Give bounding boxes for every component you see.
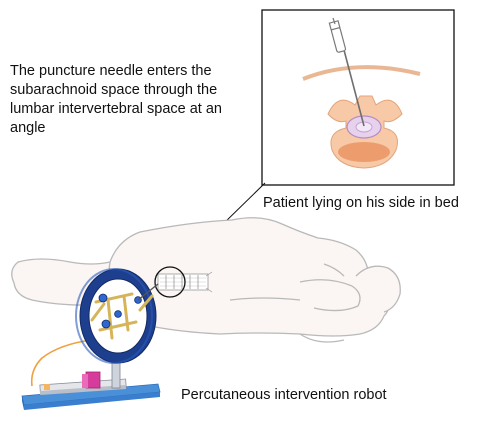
- robot-base: [22, 372, 160, 410]
- motor-block: [86, 372, 100, 388]
- needle-caption: The puncture needle enters the subarachn…: [10, 62, 250, 138]
- robot-caption: Percutaneous intervention robot: [181, 386, 387, 405]
- vertebra-cross-section-icon: [328, 96, 402, 168]
- patient-caption: Patient lying on his side in bed: [263, 194, 459, 213]
